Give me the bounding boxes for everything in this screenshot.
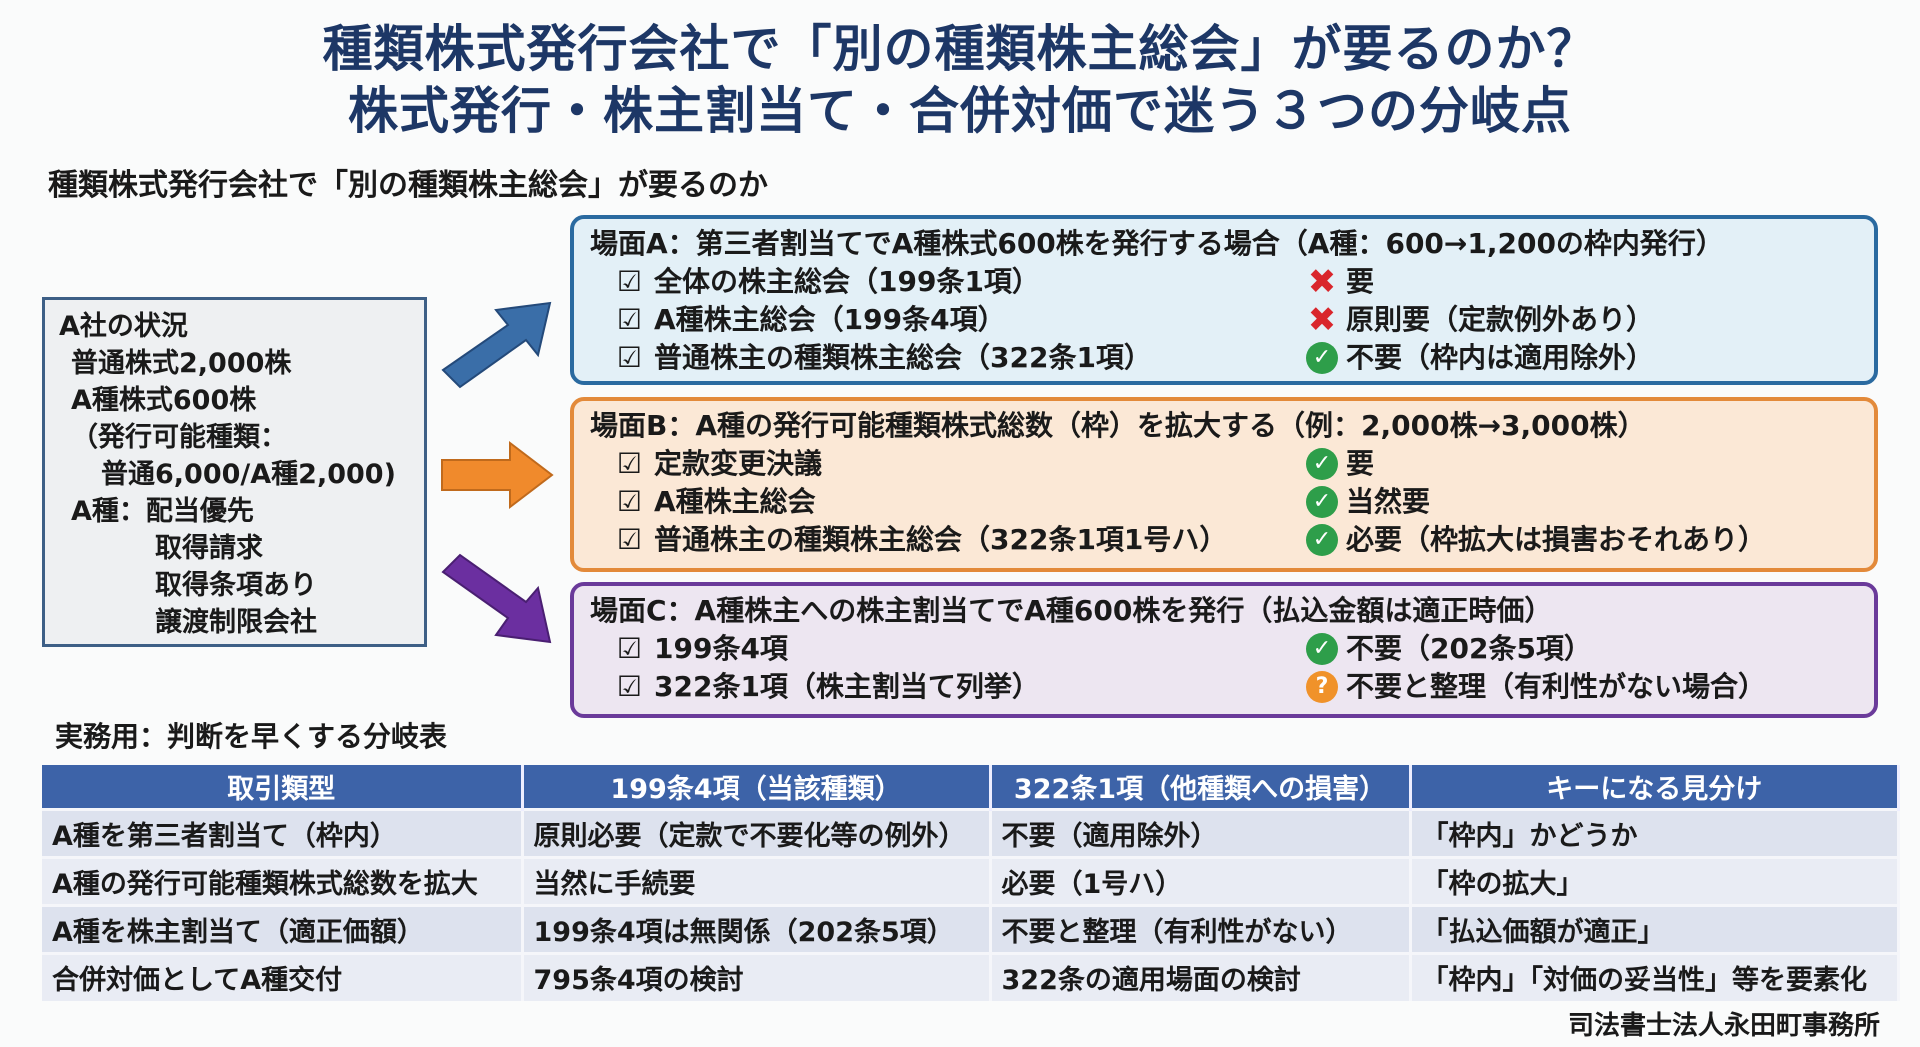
table-cell: 199条4項は無関係（202条5項）: [522, 903, 992, 953]
item-status: 原則要（定款例外あり）: [1346, 303, 1655, 336]
section-subtitle: 種類株式発行会社で「別の種類株主総会」が要るのか: [48, 168, 768, 203]
table-cell: 当然に手続要: [522, 855, 992, 905]
item-label: 全体の株主総会（199条1項）: [654, 265, 1040, 298]
checkbox-icon: ☑: [616, 523, 642, 556]
scene-box-b: 場面B：A種の発行可能種類株式総数（枠）を拡大する（例：2,000株→3,000…: [570, 397, 1878, 572]
company-heading: A社の状況: [59, 311, 188, 342]
page-title: 種類株式発行会社で「別の種類株主総会」が要るのか？ 株式発行・株主割当て・合併対…: [0, 18, 1920, 142]
scene-item: ☑ A種株主総会 ✓当然要: [590, 483, 1858, 521]
question-icon: ?: [1306, 671, 1338, 703]
column-header: キーになる見分け: [1410, 765, 1900, 809]
table-cell: 795条4項の検討: [522, 951, 992, 1001]
column-header: 取引類型: [42, 765, 524, 809]
table-row: A種を第三者割当て（枠内）原則必要（定款で不要化等の例外）不要（適用除外）「枠内…: [42, 807, 1900, 857]
company-line: A種：配当優先: [71, 496, 254, 527]
arrow-right-icon: [441, 440, 554, 510]
table-label: 実務用：判断を早くする分岐表: [55, 720, 448, 753]
check-icon: ✓: [1306, 448, 1338, 480]
table-cell: A種の発行可能種類株式総数を拡大: [42, 855, 524, 905]
item-label: A種株主総会（199条4項）: [654, 303, 1006, 336]
item-label: 定款変更決議: [654, 447, 823, 480]
scene-heading: 場面B：A種の発行可能種類株式総数（枠）を拡大する（例：2,000株→3,000…: [590, 409, 1646, 442]
table-cell: 322条の適用場面の検討: [990, 951, 1412, 1001]
company-line: 取得条項あり: [155, 570, 317, 601]
checkbox-icon: ☑: [616, 265, 642, 298]
item-status: 不要と整理（有利性がない場合）: [1346, 670, 1767, 703]
column-header: 322条1項（他種類への損害）: [990, 765, 1412, 809]
table-cell: 「枠内」かどうか: [1410, 807, 1900, 857]
table-cell: 不要と整理（有利性がない）: [990, 903, 1412, 953]
title-line-1: 種類株式発行会社で「別の種類株主総会」が要るのか？: [322, 20, 1598, 78]
item-status: 必要（枠拡大は損害おそれあり）: [1346, 523, 1767, 556]
company-line: 譲渡制限会社: [155, 607, 317, 638]
scene-item: ☑ 199条4項 ✓不要（202条5項）: [590, 630, 1858, 668]
company-line: A種株式600株: [71, 385, 257, 416]
check-icon: ✓: [1306, 486, 1338, 518]
checkbox-icon: ☑: [616, 447, 642, 480]
item-label: 322条1項（株主割当て列挙）: [654, 670, 1040, 703]
item-status: 要: [1346, 265, 1375, 298]
item-status: 当然要: [1346, 485, 1431, 518]
company-line: 普通6,000/A種2,000): [101, 459, 396, 490]
arrow-down-right-icon: [441, 553, 552, 644]
table-row: A種を株主割当て（適正価額）199条4項は無関係（202条5項）不要と整理（有利…: [42, 903, 1900, 953]
company-line: 取得請求: [155, 533, 263, 564]
scene-heading: 場面C：A種株主への株主割当てでA種600株を発行（払込金額は適正時価）: [590, 594, 1553, 627]
scene-box-c: 場面C：A種株主への株主割当てでA種600株を発行（払込金額は適正時価） ☑ 199…: [570, 582, 1878, 718]
check-icon: ✓: [1306, 342, 1338, 374]
table-cell: 原則必要（定款で不要化等の例外）: [522, 807, 992, 857]
x-icon: ✖: [1307, 300, 1337, 340]
title-line-2: 株式発行・株主割当て・合併対価で迷う３つの分岐点: [348, 82, 1572, 140]
checkbox-icon: ☑: [616, 341, 642, 374]
checkbox-icon: ☑: [616, 632, 642, 665]
check-icon: ✓: [1306, 633, 1338, 665]
checkbox-icon: ☑: [616, 670, 642, 703]
table-cell: 「枠内」「対価の妥当性」等を要素化: [1410, 951, 1900, 1001]
item-status: 不要（202条5項）: [1346, 632, 1592, 665]
company-line: 普通株式2,000株: [71, 348, 292, 379]
scene-heading: 場面A：第三者割当てでA種株式600株を発行する場合（A種：600→1,200の…: [590, 227, 1724, 260]
scene-item: ☑ 普通株主の種類株主総会（322条1項1号ハ） ✓必要（枠拡大は損害おそれあり）: [590, 521, 1858, 559]
firm-name: 司法書士法人永田町事務所: [1567, 1011, 1880, 1041]
checkbox-icon: ☑: [616, 485, 642, 518]
item-status: 不要（枠内は適用除外）: [1346, 341, 1655, 374]
check-icon: ✓: [1306, 524, 1338, 556]
table-cell: 合併対価としてA種交付: [42, 951, 524, 1001]
column-header: 199条4項（当該種類）: [522, 765, 992, 809]
item-label: 199条4項: [654, 632, 788, 665]
checkbox-icon: ☑: [616, 303, 642, 336]
company-line: （発行可能種類：: [71, 422, 287, 453]
table-row: A種の発行可能種類株式総数を拡大当然に手続要必要（1号ハ）「枠の拡大」: [42, 855, 1900, 905]
table-cell: 不要（適用除外）: [990, 807, 1412, 857]
item-status: 要: [1346, 447, 1375, 480]
table-cell: A種を株主割当て（適正価額）: [42, 903, 524, 953]
item-label: 普通株主の種類株主総会（322条1項1号ハ）: [654, 523, 1228, 556]
item-label: 普通株主の種類株主総会（322条1項）: [654, 341, 1152, 374]
scene-item: ☑ 普通株主の種類株主総会（322条1項） ✓不要（枠内は適用除外）: [590, 339, 1858, 377]
scene-box-a: 場面A：第三者割当てでA種株式600株を発行する場合（A種：600→1,200の…: [570, 215, 1878, 385]
decision-table: 取引類型 199条4項（当該種類） 322条1項（他種類への損害） キーになる見…: [42, 765, 1900, 1001]
table-cell: 必要（1号ハ）: [990, 855, 1412, 905]
scene-item: ☑ 322条1項（株主割当て列挙）?不要と整理（有利性がない場合）: [590, 668, 1858, 706]
x-icon: ✖: [1307, 262, 1337, 302]
table-cell: 「枠の拡大」: [1410, 855, 1900, 905]
table-cell: A種を第三者割当て（枠内）: [42, 807, 524, 857]
arrow-up-right-icon: [441, 301, 552, 389]
company-status-box: A社の状況 普通株式2,000株 A種株式600株 （発行可能種類： 普通6,0…: [42, 297, 427, 647]
item-label: A種株主総会: [654, 485, 816, 518]
scene-item: ☑ 全体の株主総会（199条1項） ✖ 要: [590, 263, 1858, 301]
table-cell: 「払込価額が適正」: [1410, 903, 1900, 953]
scene-item: ☑ A種株主総会（199条4項） ✖ 原則要（定款例外あり）: [590, 301, 1858, 339]
scene-item: ☑ 定款変更決議 ✓要: [590, 445, 1858, 483]
